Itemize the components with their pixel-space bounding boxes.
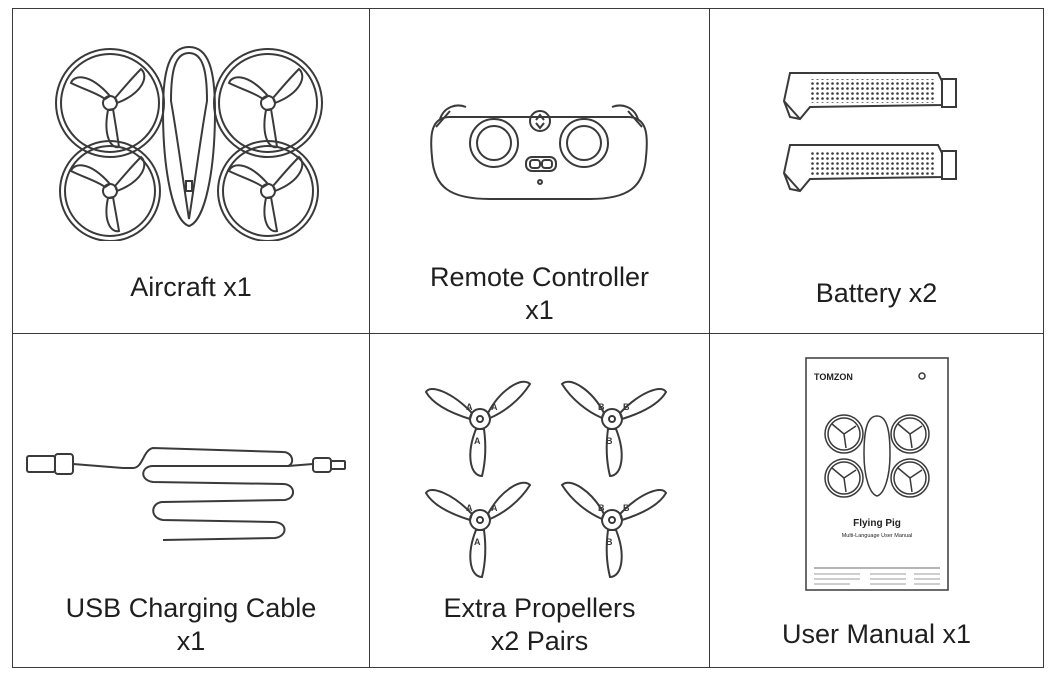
cell-aircraft: Aircraft x1 bbox=[13, 9, 369, 333]
aircraft-icon bbox=[55, 45, 323, 241]
propellers-icon: A A A B B B A A A B B B bbox=[424, 380, 668, 579]
propeller-mark-a: A bbox=[466, 402, 473, 412]
rotor-guard-front-left bbox=[55, 48, 165, 158]
propeller-mark-b: B bbox=[623, 503, 630, 513]
propeller-mark-b: B bbox=[598, 503, 605, 513]
item-label-line: Extra Propellers bbox=[443, 593, 636, 623]
manual-cover-drone bbox=[824, 414, 930, 498]
package-contents-table: Aircraft x1 Remote Controller x1 bbox=[12, 8, 1044, 668]
cell-usb-cable: USB Charging Cable x1 bbox=[13, 334, 369, 667]
item-label-line: Battery x2 bbox=[815, 278, 938, 308]
column-divider bbox=[709, 9, 710, 667]
item-label-line: Aircraft x1 bbox=[130, 272, 252, 302]
item-label: Extra Propellers x2 Pairs bbox=[370, 592, 709, 658]
manual-brand: TOMZON bbox=[814, 372, 853, 382]
item-label: USB Charging Cable x1 bbox=[13, 592, 369, 658]
propeller-mark-b: B bbox=[606, 537, 613, 547]
propeller-mark-a: A bbox=[491, 402, 498, 412]
battery-icon bbox=[782, 72, 957, 193]
user-manual-icon: TOMZON Flying Pig Multi-Language User Ma… bbox=[805, 357, 949, 591]
item-label-line: x2 Pairs bbox=[490, 626, 589, 656]
item-label-line: User Manual x1 bbox=[781, 619, 972, 649]
propeller-mark-b: B bbox=[623, 402, 630, 412]
item-label-line: USB Charging Cable bbox=[65, 593, 317, 623]
item-label-line: x1 bbox=[525, 295, 554, 325]
item-label: Aircraft x1 bbox=[13, 271, 369, 304]
remote-controller-icon bbox=[430, 104, 648, 200]
propeller-mark-a: A bbox=[466, 503, 473, 513]
propeller-mark-b: B bbox=[598, 402, 605, 412]
propeller-a-2 bbox=[424, 481, 532, 579]
column-divider bbox=[369, 9, 370, 667]
cell-user-manual: TOMZON Flying Pig Multi-Language User Ma… bbox=[710, 334, 1043, 667]
cell-battery: Battery x2 bbox=[710, 9, 1043, 333]
propeller-b-1 bbox=[560, 380, 668, 478]
propeller-mark-a: A bbox=[474, 436, 481, 446]
item-label: Battery x2 bbox=[710, 277, 1043, 310]
battery-bottom bbox=[782, 144, 957, 193]
cell-propellers: A A A B B B A A A B B B Extra Propellers… bbox=[370, 334, 709, 667]
battery-top bbox=[782, 72, 957, 121]
rotor-guard-front-right bbox=[213, 48, 323, 158]
cell-remote-controller: Remote Controller x1 bbox=[370, 9, 709, 333]
rotor-guard-rear-right bbox=[217, 140, 319, 241]
propeller-b-2 bbox=[560, 481, 668, 579]
propeller-mark-b: B bbox=[606, 436, 613, 446]
propeller-mark-a: A bbox=[474, 537, 481, 547]
item-label-line: Remote Controller bbox=[429, 262, 650, 292]
propeller-mark-a: A bbox=[491, 503, 498, 513]
rotor-guard-rear-left bbox=[59, 140, 161, 241]
row-divider bbox=[13, 333, 1043, 334]
item-label: User Manual x1 bbox=[710, 618, 1043, 651]
item-label: Remote Controller x1 bbox=[370, 261, 709, 327]
propeller-a-1 bbox=[424, 380, 532, 478]
manual-title: Flying Pig bbox=[853, 518, 901, 529]
usb-cable-icon bbox=[26, 446, 346, 541]
manual-subtitle: Multi-Language User Manual bbox=[842, 533, 913, 539]
item-label-line: x1 bbox=[176, 626, 206, 656]
fuselage bbox=[161, 45, 217, 228]
